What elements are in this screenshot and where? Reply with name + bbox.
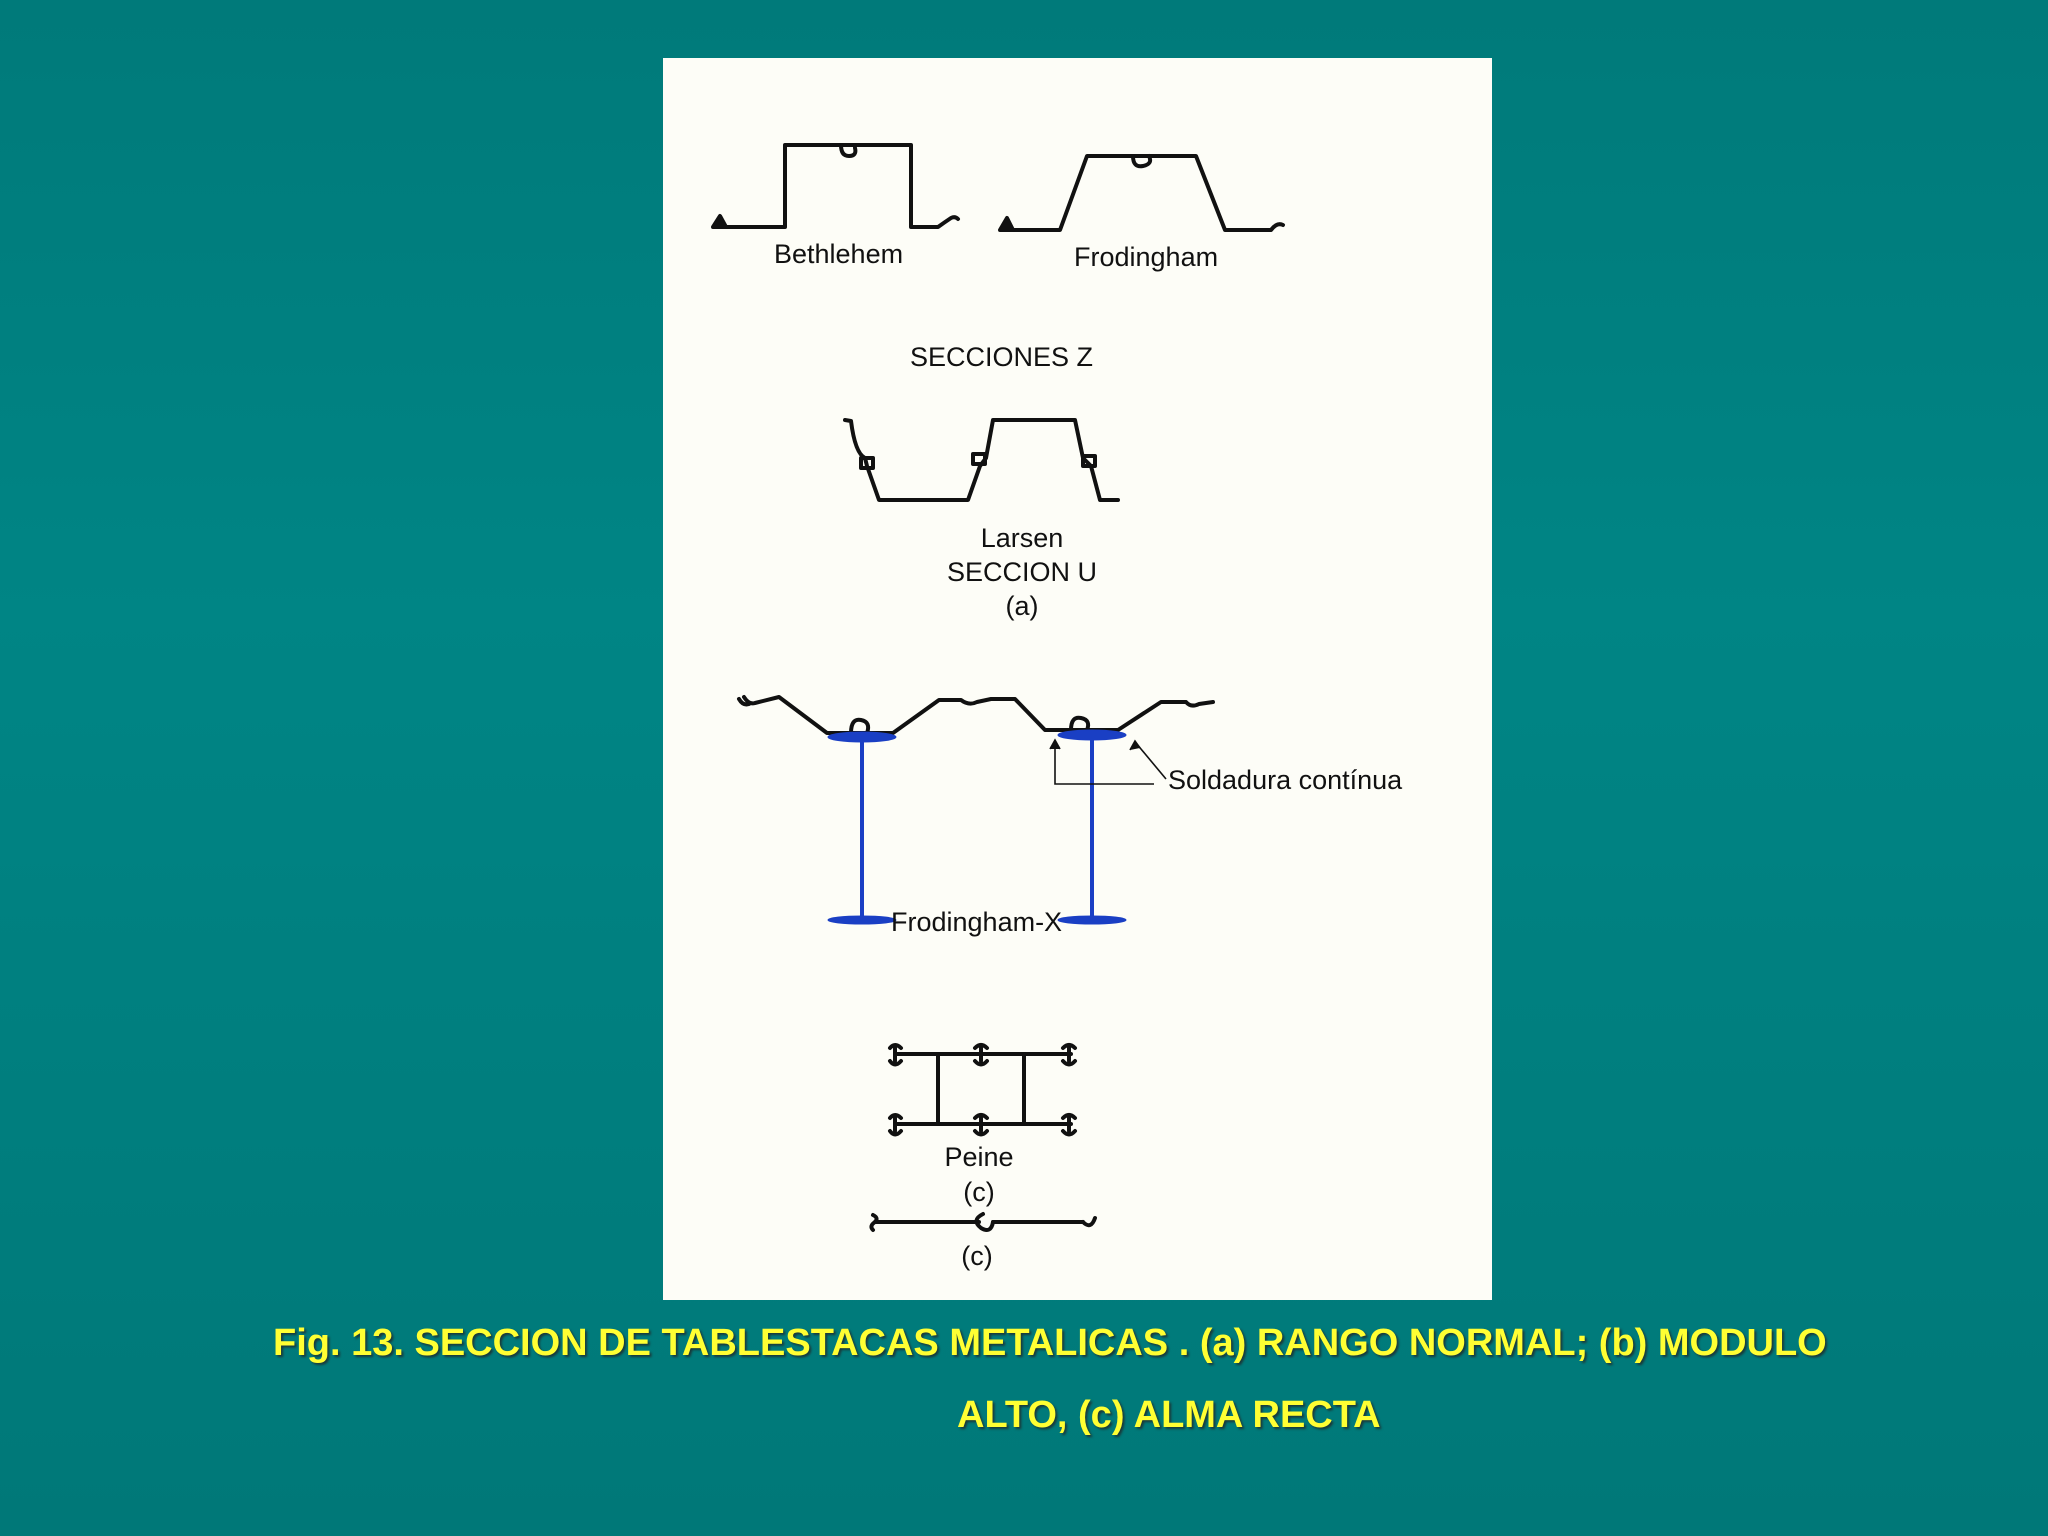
frodingham-section xyxy=(998,154,1285,232)
straight-web-section xyxy=(869,1212,1097,1232)
label-soldadura: Soldadura contínua xyxy=(1168,765,1403,795)
label-frodingham: Frodingham xyxy=(1074,242,1219,272)
bethlehem-section xyxy=(711,143,960,229)
label-larsen: Larsen xyxy=(980,523,1064,553)
peine-section xyxy=(888,1043,1077,1137)
label-frodingham-x: Frodingham-X xyxy=(891,907,1063,937)
frodingham-x-section xyxy=(737,695,1215,735)
label-c-1: (c) xyxy=(963,1177,995,1207)
larsen-section xyxy=(843,418,1120,502)
weld-arrows xyxy=(1049,738,1167,785)
label-bethlehem: Bethlehem xyxy=(774,239,904,269)
caption-line-2: ALTO, (c) ALMA RECTA xyxy=(957,1394,1381,1436)
label-secciones-z: SECCIONES Z xyxy=(910,342,1094,372)
label-c-2: (c) xyxy=(961,1241,993,1271)
weld-beams xyxy=(827,729,1127,925)
label-peine: Peine xyxy=(944,1142,1014,1172)
sheet-pile-diagram xyxy=(711,143,1285,1232)
label-seccion-u: SECCION U xyxy=(946,557,1098,587)
figure-panel: Bethlehem Frodingham SECCIONES Z Larsen … xyxy=(663,58,1492,1300)
caption-line-1: Fig. 13. SECCION DE TABLESTACAS METALICA… xyxy=(273,1322,1827,1364)
label-a: (a) xyxy=(1005,591,1039,621)
